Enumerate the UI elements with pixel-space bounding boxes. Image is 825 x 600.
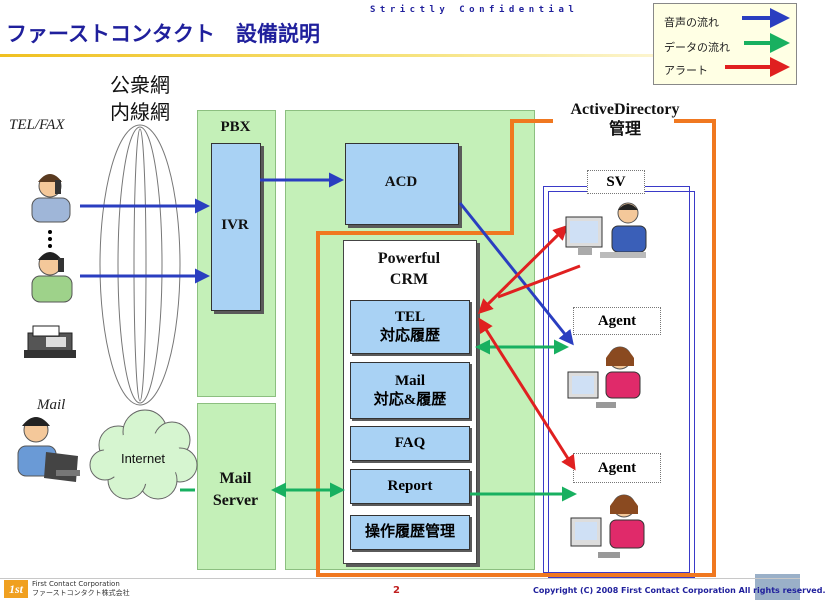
footer-divider — [0, 578, 800, 579]
acd-box — [345, 143, 459, 225]
company-name: First Contact Corporation ファーストコンタクト株式会社 — [32, 580, 130, 598]
crm-item-tel-line1: TEL — [394, 309, 425, 325]
crm-item-report: Report — [350, 469, 470, 504]
page-number: 2 — [393, 585, 400, 596]
network-label-public: 公衆網 — [110, 73, 170, 97]
company-logo: 1st — [4, 580, 28, 598]
mail-server-label: Mail Server — [197, 468, 274, 512]
crm-item-operation-log-label: 操作履歴管理 — [364, 524, 455, 540]
legend-alert-label: アラート — [664, 64, 708, 77]
legend-voice-label: 音声の流れ — [664, 16, 719, 29]
active-directory-line1: ActiveDirectory — [570, 101, 680, 118]
acd-label: ACD — [384, 174, 418, 190]
crm-title: Powerful CRM — [343, 248, 475, 290]
network-label-internal: 内線網 — [110, 100, 170, 124]
crm-item-tel-line2: 対応履歴 — [379, 328, 440, 344]
mail-label: Mail — [37, 397, 66, 413]
crm-title-line2: CRM — [389, 271, 429, 288]
network-label: 公衆網 内線網 — [96, 72, 184, 126]
tel-fax-label: TEL/FAX — [9, 117, 65, 133]
caller-ellipsis-icon — [48, 230, 52, 248]
internet-label: Internet — [120, 451, 166, 466]
page-title: ファーストコンタクト 設備説明 — [6, 22, 320, 46]
crm-item-tel: TEL 対応履歴 — [350, 300, 470, 354]
caller-person-icon-2 — [31, 252, 73, 303]
diagram-graphics — [17, 8, 800, 600]
alert-arrow-tel-sv — [477, 224, 569, 315]
company-name-ja: ファーストコンタクト株式会社 — [32, 589, 130, 597]
copyright: Copyright (C) 2008 First Contact Corpora… — [533, 586, 825, 595]
crm-item-mail-line1: Mail — [395, 372, 425, 389]
agent-person-icon-2 — [570, 494, 645, 558]
caller-person-icon-1 — [31, 174, 71, 223]
crm-item-faq-label: FAQ — [394, 435, 426, 451]
mail-person-icon — [17, 417, 80, 482]
alert-arrow-sv-branch — [497, 264, 581, 299]
legend-data-label: データの流れ — [664, 41, 730, 54]
crm-title-line1: Powerful — [377, 250, 441, 267]
fax-machine-icon — [24, 325, 76, 358]
sv-tag: SV — [587, 170, 645, 194]
supervisor-person-icon — [565, 202, 647, 258]
voice-arrow-acd-agent — [458, 202, 574, 346]
network-mesh — [99, 124, 181, 406]
crm-item-mail-line2: 対応&履歴 — [373, 391, 447, 408]
ivr-box — [211, 143, 261, 311]
ivr-label: IVR — [221, 217, 249, 233]
confidential-label: Strictly Confidential — [370, 5, 579, 15]
mail-server-line2: Server — [212, 492, 259, 509]
agent-person-icon-1 — [567, 346, 641, 408]
internet-cloud — [89, 409, 198, 500]
alert-arrow-tel-agent2 — [478, 317, 576, 471]
pbx-title: PBX — [220, 119, 251, 135]
crm-item-report-label: Report — [387, 478, 433, 494]
agent-tag-2: Agent — [573, 453, 661, 483]
crm-item-operation-log: 操作履歴管理 — [350, 515, 470, 550]
mail-server-pane — [197, 403, 276, 570]
crm-item-mail: Mail 対応&履歴 — [350, 362, 470, 419]
active-directory-frame — [316, 119, 716, 577]
header-divider — [0, 54, 800, 57]
company-name-en: First Contact Corporation — [32, 580, 120, 588]
crm-item-faq: FAQ — [350, 426, 470, 461]
mail-server-line1: Mail — [219, 470, 252, 487]
active-directory-label: ActiveDirectory 管理 — [545, 100, 705, 140]
active-directory-line2: 管理 — [608, 121, 641, 138]
